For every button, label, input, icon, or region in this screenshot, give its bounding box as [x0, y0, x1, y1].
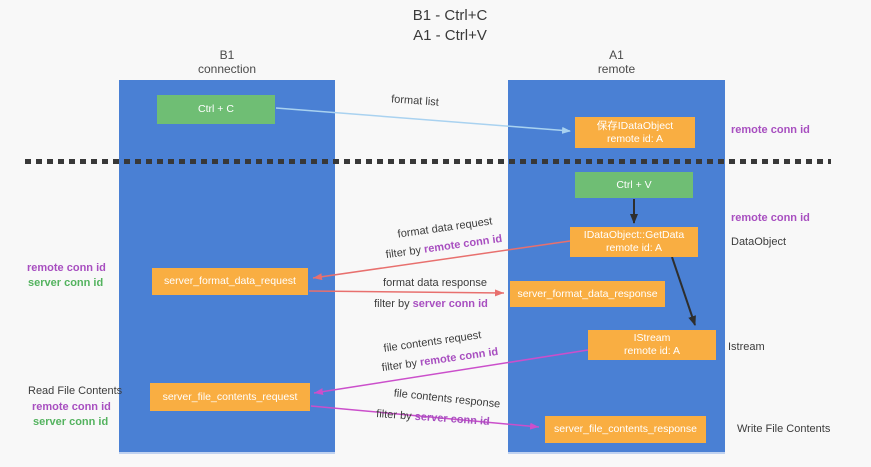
node-save-idataobject-line2: remote id: A [606, 132, 664, 145]
server-conn-id-text-2: server conn id [414, 410, 491, 428]
node-istream-line1: IStream [633, 332, 671, 344]
annotation-read-file-contents: Read File Contents [28, 385, 123, 397]
label-format-data-response: format data response [383, 277, 487, 289]
node-sfdresp-label: server_format_data_response [517, 287, 658, 300]
node-sfcreq-label: server_file_contents_request [162, 390, 298, 403]
title-line-2: A1 - Ctrl+V [413, 27, 487, 44]
annotation-write-file-contents: Write File Contents [737, 423, 831, 435]
node-sfcresp-label: server_file_contents_response [553, 423, 697, 435]
copy-paste-separator-line [25, 159, 831, 164]
annotation-dataobject: DataObject [731, 236, 787, 248]
node-ctrl-v: Ctrl + V [575, 172, 693, 198]
node-istream-line2: remote id: A [623, 345, 681, 357]
left-column-name: B1 [219, 48, 235, 62]
node-ctrl-v-label: Ctrl + V [616, 178, 652, 191]
remote-conn-id-text-2: remote conn id [419, 345, 499, 369]
node-ctrl-c-label: Ctrl + C [198, 103, 234, 115]
node-sfdreq-label: server_format_data_request [164, 275, 296, 287]
node-server-format-data-response: server_format_data_response [510, 281, 665, 307]
filter-by-text-2: filter by [374, 298, 410, 310]
filter-by-text-1: filter by [385, 244, 422, 262]
server-conn-id-text-1: server conn id [412, 298, 488, 310]
label-filter-server-2: filter by server conn id [370, 408, 497, 429]
label-format-list: format list [390, 93, 440, 109]
filter-by-text-4: filter by [375, 408, 413, 423]
right-column-header: A1 remote [508, 48, 725, 76]
node-save-idataobject: 保存IDataObject remote id: A [575, 117, 695, 148]
filter-by-text-3: filter by [381, 357, 418, 375]
remote-conn-id-text-1: remote conn id [423, 232, 503, 256]
page-title: B1 - Ctrl+C A1 - Ctrl+V [380, 6, 520, 46]
annotation-left-server-conn-id-2: server conn id [33, 416, 109, 428]
node-save-idataobject-line1: 保存IDataObject [596, 119, 674, 132]
label-file-contents-response: file contents response [393, 387, 501, 411]
node-getdata-line2: remote id: A [605, 242, 663, 254]
node-getdata-line1: IDataObject::GetData [583, 229, 685, 241]
node-server-format-data-request: server_format_data_request [152, 268, 308, 295]
arrow-format-data-response [308, 289, 505, 297]
annotation-left-remote-conn-id-1: remote conn id [27, 262, 106, 274]
left-column-header: B1 connection [119, 48, 335, 76]
left-column-subtitle: connection [197, 62, 257, 76]
annotation-left-remote-conn-id-2: remote conn id [32, 401, 111, 413]
annotation-remote-conn-id-mid: remote conn id [731, 212, 810, 224]
annotation-istream: Istream [728, 341, 765, 353]
node-idataobject-getdata: IDataObject::GetData remote id: A [570, 227, 698, 257]
annotation-left-server-conn-id-1: server conn id [28, 277, 104, 289]
title-line-1: B1 - Ctrl+C [412, 7, 488, 24]
node-ctrl-c: Ctrl + C [157, 95, 275, 124]
right-column-name: A1 [609, 48, 624, 62]
label-filter-server-1: filter by server conn id [370, 298, 492, 310]
node-istream: IStream remote id: A [588, 330, 716, 360]
annotation-remote-conn-id-top: remote conn id [731, 124, 810, 136]
node-server-file-contents-request: server_file_contents_request [150, 383, 310, 411]
right-column-subtitle: remote [597, 62, 636, 76]
node-server-file-contents-response: server_file_contents_response [545, 416, 706, 443]
